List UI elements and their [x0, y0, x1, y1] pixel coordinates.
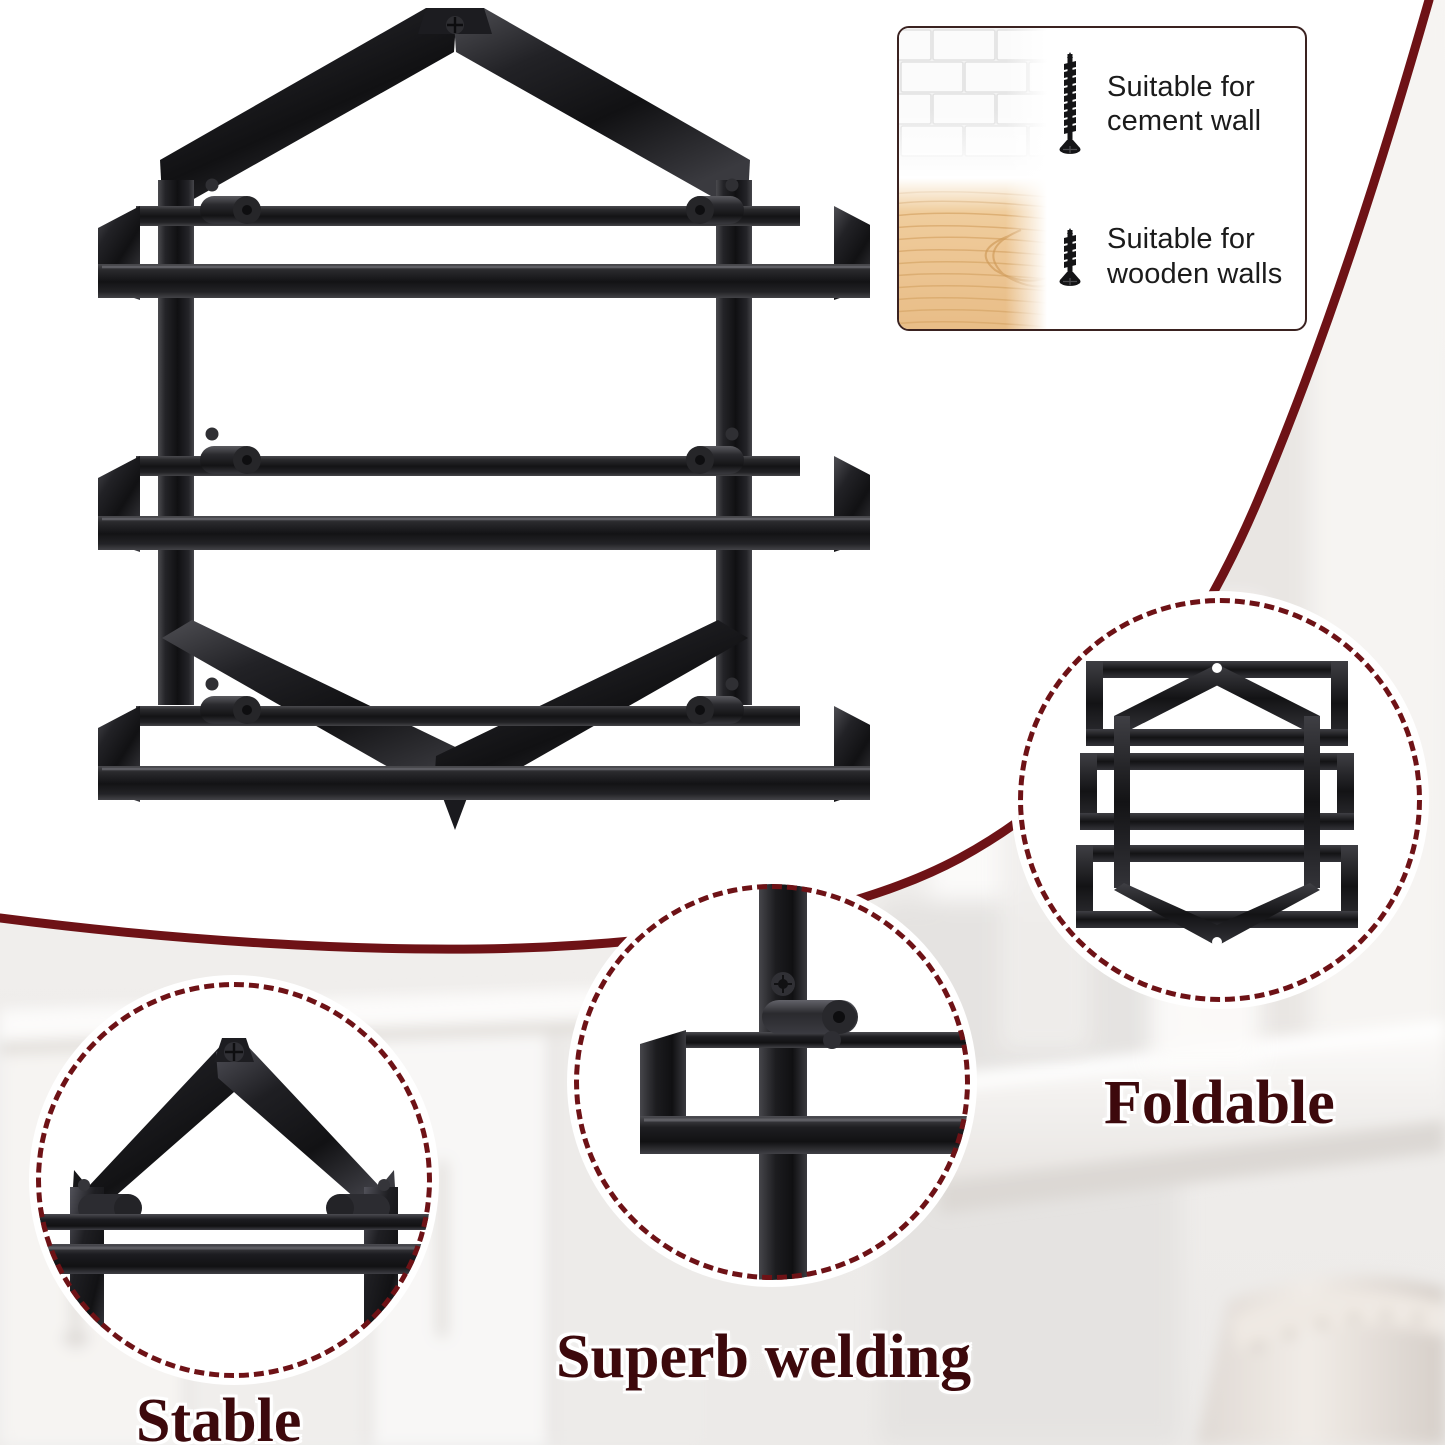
peak-apex-closeup-figure — [36, 982, 432, 1378]
main-product-illustration — [40, 0, 876, 860]
label-welding-text: Superb welding — [556, 1323, 972, 1391]
short-screw-icon — [1059, 227, 1081, 286]
hinge-bot-right — [686, 677, 744, 724]
label-foldable-text: Foldable — [1104, 1069, 1335, 1137]
callout-foldable-plate — [1018, 598, 1422, 1002]
info-row-wood: Suitable for wooden walls — [899, 177, 1305, 329]
label-stable-text: Stable — [136, 1387, 302, 1445]
screw-slot-wood — [1047, 226, 1093, 288]
label-stable: Stable — [136, 1386, 301, 1445]
hinge-bot-left — [200, 677, 261, 724]
wood-swatch — [899, 177, 1060, 329]
towel-bar-2 — [98, 456, 876, 552]
long-screw-icon — [1059, 52, 1081, 154]
hinge-mid-left — [200, 427, 261, 474]
callout-foldable — [1018, 598, 1422, 1002]
label-foldable: Foldable — [1104, 1068, 1335, 1139]
info-row-cement: Suitable for cement wall — [899, 28, 1305, 183]
towel-bar-1 — [98, 206, 876, 300]
tile-swatch — [899, 28, 1092, 183]
info-label-wood: Suitable for wooden walls — [1107, 223, 1283, 290]
wall-compatibility-card: Suitable for cement wall — [897, 26, 1307, 331]
rack-folded-flat-figure — [1018, 598, 1422, 1002]
towel-bar-3 — [98, 706, 876, 802]
callout-welding-plate — [574, 884, 970, 1280]
hinge-top-right — [686, 178, 744, 224]
screw-slot-cement — [1047, 50, 1093, 158]
callout-superb-welding — [574, 884, 970, 1280]
hinge-weld-closeup-figure — [574, 884, 970, 1280]
label-superb-welding: Superb welding — [556, 1322, 971, 1393]
hinge-mid-right — [686, 427, 744, 474]
callout-stable-plate — [36, 982, 432, 1378]
callout-stable — [36, 982, 432, 1378]
hinge-top-left — [200, 178, 261, 224]
info-label-cement: Suitable for cement wall — [1107, 70, 1262, 137]
